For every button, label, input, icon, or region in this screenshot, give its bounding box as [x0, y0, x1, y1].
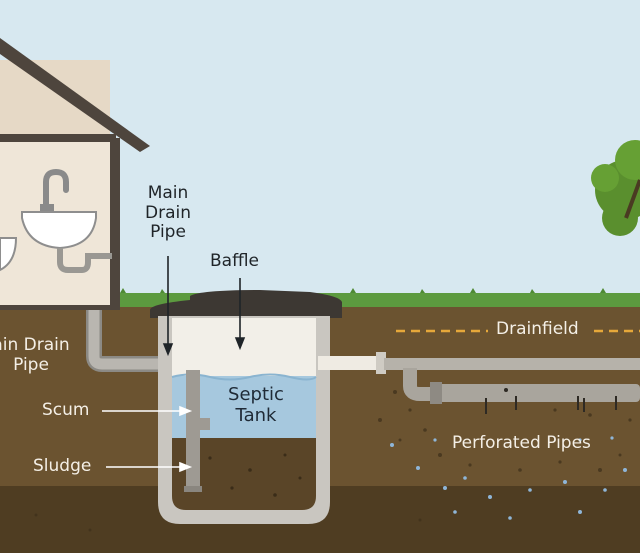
tank-interior-sludge: [172, 438, 316, 510]
label-scum: Scum: [42, 400, 90, 420]
water-droplets: [390, 436, 627, 520]
inlet-pipe-vertical: [186, 370, 200, 490]
label-line: Main: [147, 183, 189, 203]
perforation-marks: [485, 396, 617, 414]
sink-trap: [57, 248, 112, 273]
faucet-base: [40, 204, 54, 212]
inlet-baffle-tee: [198, 418, 210, 430]
label-drainfield: Drainfield: [496, 319, 579, 339]
outlet-pipe: [318, 356, 382, 370]
label-line: Pipe: [150, 222, 186, 243]
inlet-pipe-cap: [184, 486, 202, 492]
label-sludge: Sludge: [33, 456, 92, 476]
house: [0, 38, 150, 310]
tank-lid: [150, 290, 342, 318]
label-septic-tank: Septic Tank: [212, 384, 300, 426]
label-perforated-pipes: Perforated Pipes: [452, 433, 591, 453]
label-main-drain-pipe-left: ain Drain Pipe: [0, 335, 76, 375]
label-baffle: Baffle: [210, 251, 259, 271]
tree-icon: [591, 140, 640, 236]
tank-interior-scum: [172, 318, 316, 378]
house-attic: [0, 60, 110, 140]
label-line: Drain: [145, 202, 191, 223]
label-line: Septic: [228, 384, 284, 405]
label-line: ain Drain: [0, 335, 70, 355]
perforated-pipe-end: [430, 382, 442, 404]
label-line: Tank: [235, 404, 277, 426]
house-right-wall: [110, 138, 120, 310]
distribution-pipe: [384, 358, 640, 370]
faucet-icon: [43, 168, 69, 209]
house-roof: [0, 38, 150, 152]
house-base: [0, 305, 120, 310]
sink-icon: [21, 211, 97, 250]
perforated-pipe-elbow: [403, 368, 440, 401]
leader-lines: [162, 256, 246, 357]
outlet-coupling: [376, 352, 386, 374]
perforated-pipe: [436, 384, 640, 402]
toilet-icon: [0, 237, 18, 272]
label-line: Pipe: [13, 354, 49, 375]
label-main-drain-pipe: Main Drain Pipe: [133, 183, 203, 243]
house-floor-line: [0, 134, 116, 142]
sludge-speckles: [208, 453, 302, 497]
